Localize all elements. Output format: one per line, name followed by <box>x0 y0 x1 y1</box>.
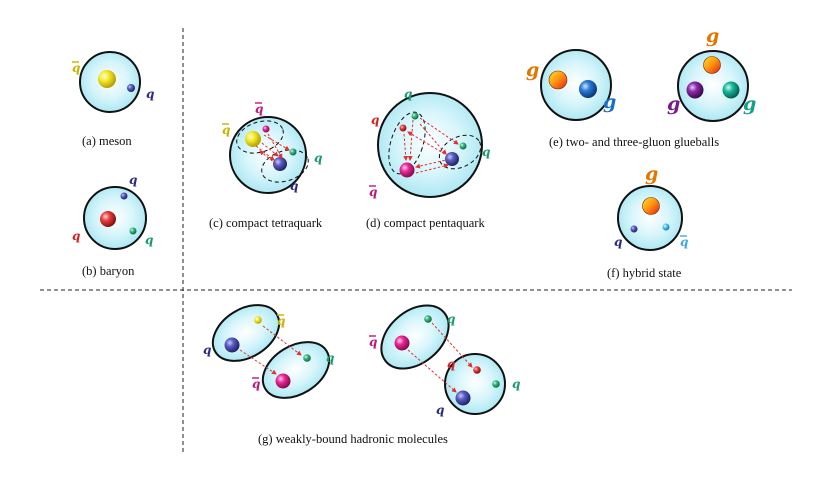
baryon-quark-green-label: q <box>145 233 153 247</box>
pentaquark-hadron <box>377 92 483 198</box>
molecule-right-b-green-quark <box>492 380 500 388</box>
molecule-left-b-magenta-antiquark <box>275 373 291 389</box>
pentaquark-green-quark-right <box>459 142 467 150</box>
pentaquark-left-cluster <box>388 111 426 175</box>
caption-molecules: (g) weakly-bound hadronic molecules <box>258 432 448 446</box>
baryon-quark-red-label: q <box>72 229 80 243</box>
two-gluon-orange-label: g <box>526 59 539 81</box>
caption-glueballs: (e) two- and three-gluon glueballs <box>549 135 720 149</box>
baryon-quark-blue-label: q <box>129 173 137 187</box>
molecule-left-exchange-arrows <box>239 325 302 375</box>
pentaquark-right-cluster <box>438 134 482 170</box>
meson-antiquark-label: q <box>72 61 80 75</box>
tetraquark-yellow-label: q <box>222 123 230 137</box>
pentaquark-interaction-arrows <box>403 117 459 174</box>
tetraquark-interaction-arrows <box>255 133 290 165</box>
baryon-quark-blue <box>120 192 128 200</box>
pentaquark-green-quark-top <box>411 112 419 120</box>
tetraquark-diagram: q q q q <box>222 102 322 194</box>
caption-pentaquark: (d) compact pentaquark <box>366 216 485 230</box>
pentaquark-green-top-label: q <box>404 87 412 101</box>
meson-diagram: q q <box>72 51 154 113</box>
hybrid-quark-blue <box>630 225 638 233</box>
baryon-quark-green <box>129 227 137 235</box>
molecule-left-a-blue-quark <box>224 337 240 353</box>
glueballs-diagram: g g g g g <box>526 25 756 122</box>
pentaquark-diagram: q q q q <box>369 87 490 199</box>
hybrid-gluon-orange <box>642 197 660 215</box>
baryon-diagram: q q q <box>72 173 153 250</box>
hybrid-quark-label: q <box>614 235 622 249</box>
molecule-right-exchange-arrows <box>407 322 473 393</box>
caption-tetraquark: (c) compact tetraquark <box>209 216 323 230</box>
molecule-left-b-antiquark-label: q <box>252 377 260 391</box>
pentaquark-blue-quark <box>445 152 459 166</box>
tetraquark-magenta-label: q <box>255 102 263 116</box>
three-gluon-orange <box>703 56 721 74</box>
pentaquark-magenta-label: q <box>369 185 377 199</box>
molecule-right-b-red-label: q <box>447 357 455 371</box>
three-gluon-glueball <box>677 50 749 122</box>
tetraquark-magenta-antiquark <box>262 125 270 133</box>
hybrid-gluon-label: g <box>645 163 658 185</box>
molecule-right-b-blue-label: q <box>436 403 444 417</box>
molecule-left-b-green-quark <box>303 354 311 362</box>
hybrid-diagram: g q q <box>614 163 688 251</box>
hybrid-antiquark-cyan <box>662 223 670 231</box>
pentaquark-red-label: q <box>371 113 379 127</box>
three-gluon-purple <box>686 81 704 99</box>
meson-antiquark <box>98 70 116 88</box>
meson-quark <box>127 84 135 92</box>
hybrid-antiquark-label: q <box>680 235 688 249</box>
tetraquark-green-label: q <box>314 151 322 165</box>
tetraquark-blue-label: q <box>290 179 298 193</box>
molecule-left-a-yellow-antiquark <box>254 316 262 324</box>
two-gluon-blue-label: g <box>603 91 616 113</box>
molecule-right-pair: q q q q q <box>369 304 520 417</box>
molecule-right-a-magenta-antiquark <box>394 335 410 351</box>
two-gluon-orange <box>548 70 568 90</box>
meson-quark-label: q <box>146 87 154 101</box>
molecule-right-b-blue-quark <box>455 390 471 406</box>
molecule-right-a-quark-label: q <box>447 312 455 326</box>
three-gluon-purple-label: g <box>667 93 680 115</box>
molecule-left-a-quark-label: q <box>203 343 211 357</box>
molecule-right-b-green-label: q <box>512 377 520 391</box>
tetraquark-green-quark <box>289 148 297 156</box>
caption-meson: (a) meson <box>82 134 132 148</box>
pentaquark-green-right-label: q <box>482 145 490 159</box>
pentaquark-red-quark <box>399 124 407 132</box>
tetraquark-antidiquark-cluster <box>261 149 309 183</box>
two-gluon-glueball <box>540 49 612 121</box>
three-gluon-teal-label: g <box>743 93 756 115</box>
molecule-left-b-quark-label: q <box>326 351 334 365</box>
pentaquark-magenta-antiquark <box>399 162 415 178</box>
tetraquark-yellow-antiquark <box>245 131 261 147</box>
three-gluon-teal <box>722 81 740 99</box>
caption-hybrid: (f) hybrid state <box>607 266 682 280</box>
molecule-left-pair: q q q q <box>203 304 334 399</box>
two-gluon-blue <box>579 80 597 98</box>
baryon-quark-red <box>100 211 116 227</box>
three-gluon-orange-label: g <box>706 25 719 47</box>
tetraquark-blue-quark <box>273 157 287 171</box>
molecule-right-b-red-quark <box>473 366 481 374</box>
molecule-right-a-antiquark-label: q <box>369 335 377 349</box>
molecule-left-a-antiquark-label: q <box>277 314 285 328</box>
hybrid-hadron <box>617 185 683 251</box>
caption-baryon: (b) baryon <box>82 264 135 278</box>
molecule-right-hadron-a <box>380 304 450 370</box>
molecule-right-a-green-quark <box>424 315 432 323</box>
